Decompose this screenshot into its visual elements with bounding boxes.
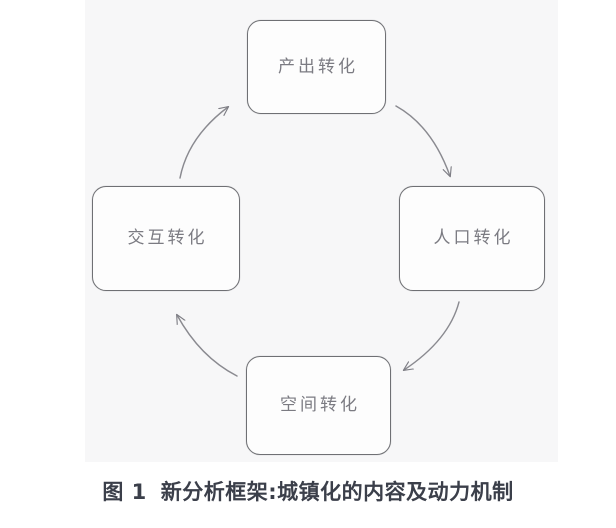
arrow-population-to-space bbox=[404, 301, 460, 370]
figure-caption-text: 新分析框架:城镇化的内容及动力机制 bbox=[160, 480, 514, 504]
node-output-transformation[interactable]: 产出转化 bbox=[247, 20, 386, 114]
node-space-transformation[interactable]: 空间转化 bbox=[246, 356, 391, 455]
node-population-transformation[interactable]: 人口转化 bbox=[399, 186, 545, 291]
arrow-interact-to-output bbox=[179, 107, 228, 179]
node-space-label: 空间转化 bbox=[280, 395, 360, 415]
arrow-space-to-interact bbox=[177, 315, 238, 377]
figure-caption: 图 1 新分析框架:城镇化的内容及动力机制 bbox=[0, 476, 616, 506]
figure-caption-index: 图 1 bbox=[102, 480, 147, 504]
arrow-output-to-population bbox=[395, 105, 450, 176]
node-interact-transformation[interactable]: 交互转化 bbox=[92, 186, 240, 291]
node-output-label: 产出转化 bbox=[278, 56, 358, 77]
node-interact-label: 交互转化 bbox=[127, 228, 208, 248]
node-population-label: 人口转化 bbox=[433, 228, 514, 248]
arrow-layer bbox=[0, 105, 460, 377]
